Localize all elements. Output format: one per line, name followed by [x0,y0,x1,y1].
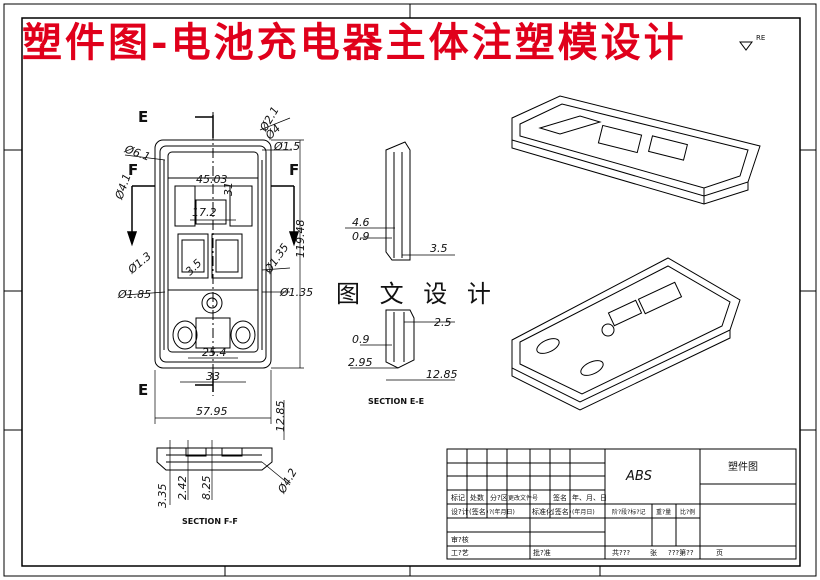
tb-r2-c6: (年月日) [572,508,595,516]
front-dim-13: Ø1.35 [279,286,313,299]
section-ee-view [385,141,415,369]
front-dim-1: Ø4.1 [112,172,134,202]
front-dim-11: 119.48 [294,220,307,259]
section-ee-caption: SECTION E-E [368,397,424,406]
tb-row4-a: 工?艺 [451,549,469,557]
section-label-f-left: F [128,161,138,179]
ff-dim-3: Ø4.2 [275,466,300,496]
side-dim-5: 2.95 [348,356,373,369]
corner-tag: RE [756,34,765,42]
tb-row3: 审?核 [451,535,469,544]
front-dim-lines [124,117,304,440]
side-dim-3: 0.9 [352,333,370,346]
tb-r1-c3: 分?区 [490,493,508,502]
section-label-e-bottom: E [138,381,148,399]
tb-page: ???第?? [668,548,694,557]
section-ff-dim-lines [169,440,291,505]
center-marks [4,4,816,576]
tb-stage: 阶?段?标?记 重?量 比?例 [612,508,695,516]
tb-r2-c2: (签名) [469,507,489,516]
tb-r1-c6: 年、月、日 [572,493,607,502]
tb-total: 共??? [612,548,630,557]
tb-row1: 标记 处数 分?区 更改文件号 签名 年、月、日 [451,493,607,502]
front-dim-3: 31 [222,182,235,196]
ff-dim-1: 2.42 [176,476,189,501]
front-dim-6: Ø1.3 [125,250,154,277]
tb-row4-b: 批?准 [533,548,551,557]
front-dim-10: Ø1.5 [273,140,300,153]
front-dim-17: 12.85 [274,401,287,433]
side-dim-0: 4.6 [352,216,370,229]
front-dim-4: 17.2 [192,206,217,219]
tb-weight: 重?量 [656,508,671,516]
tb-sheet-word: 张 [650,548,657,557]
front-view [154,112,272,396]
isometric-view-top [511,95,761,205]
design-subtitle: 图 文 设 计 [336,280,497,308]
drawing-title: 塑件图-电池充电器主体注塑模设计 [22,19,687,66]
side-dim-4: 2.5 [434,316,452,329]
tb-material: ABS [625,469,652,484]
section-arrows [126,115,300,392]
front-dim-14: 25.4 [202,346,227,359]
tb-row2: 设?计 (签名) ?(年月日) 标准化 (签名) (年月日) [451,507,595,516]
front-dim-15: 33 [206,370,220,383]
tb-r2-c1: 设?计 [451,507,469,516]
section-ff-view [156,447,273,471]
tb-name: 塑件图 [728,461,758,473]
projection-symbol [739,41,753,51]
side-dim-6: 12.85 [426,368,458,381]
section-label-e-top: E [138,108,148,126]
tb-page-word: 页 [716,549,723,557]
ff-dimension-texts: 3.35 2.42 8.25 Ø4.2 [156,466,300,508]
side-dim-1: 0.9 [352,230,370,243]
front-dim-16: 57.95 [196,405,228,418]
section-label-f-right: F [289,161,299,179]
tb-stage-mark: 阶?段?标?记 [612,508,646,516]
tb-r1-c4: 更改文件号 [508,494,538,502]
tb-r1-c5: 签名 [553,493,567,502]
side-dim-2: 3.5 [430,242,448,255]
ff-dim-2: 8.25 [200,476,213,501]
isometric-view-bottom [511,257,741,411]
front-dim-5: 3.5 [183,257,205,279]
front-dim-7: Ø1.85 [117,288,151,301]
tb-r2-c5: (签名) [552,507,572,516]
tb-bottom: 共??? 张 ???第?? 页 [612,548,723,557]
inner-frame [21,17,801,567]
tb-scale: 比?例 [680,508,695,516]
section-ee-dim-lines [345,227,455,381]
tb-r2-c4: 标准化 [532,507,553,516]
front-dim-2: 45.03 [196,173,228,186]
ff-dim-0: 3.35 [156,484,169,509]
section-ff-caption: SECTION F-F [182,517,238,526]
title-block-grid [446,448,797,560]
tb-r1-c2: 处数 [470,493,484,502]
tb-r1-c1: 标记 [451,493,465,502]
tb-r2-c3: ?(年月日) [489,508,515,516]
